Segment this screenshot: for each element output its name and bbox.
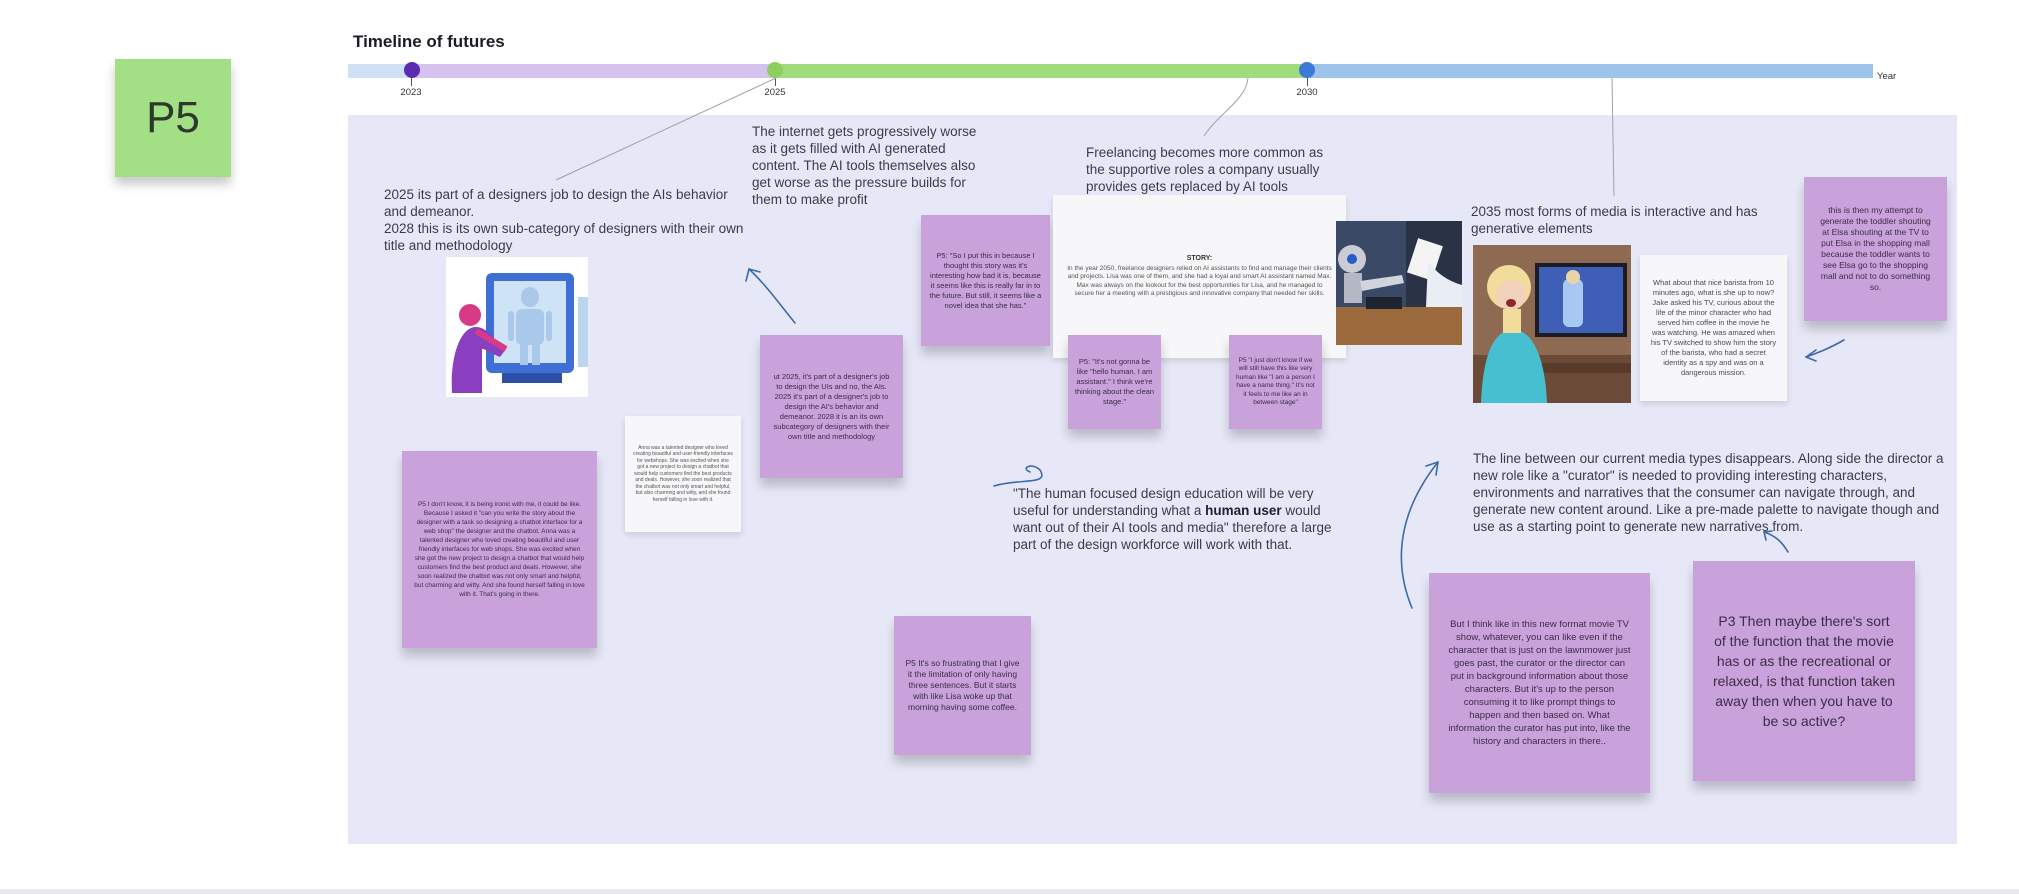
arrow-curl-icon [993, 465, 1043, 487]
note-line: Freelancing becomes more common as [1086, 145, 1324, 160]
note-line: generative elements [1471, 221, 1593, 236]
connector-line-2025 [555, 77, 777, 181]
robot-photo-image-icon [1336, 221, 1462, 345]
sticky-text: P3 Then maybe there's sort of the functi… [1712, 613, 1896, 729]
sticky-p5-dont-know[interactable]: P5 I don't know, it is being ironic with… [402, 451, 597, 648]
note-line: 2035 most forms of media is interactive … [1471, 204, 1758, 219]
sticky-text: P5: "So I put this in because I thought … [929, 250, 1042, 310]
sticky-text: P5 "I just don't know if we will still h… [1236, 356, 1315, 407]
note-line: as it gets filled with AI generated [752, 141, 946, 156]
note-line: the supportive roles a company usually [1086, 162, 1320, 177]
arrow-curve-icon [748, 268, 796, 324]
note-line: 2028 this is its own sub-category of des… [384, 221, 744, 236]
sticky-p3-function[interactable]: P3 Then maybe there's sort of the functi… [1693, 561, 1915, 781]
card-barista-story[interactable]: What about that nice barista from 10 min… [1640, 255, 1787, 401]
card-text: What about that nice barista from 10 min… [1650, 278, 1777, 377]
sticky-p5-dont-know-how[interactable]: P5 "I just don't know if we will still h… [1229, 335, 1322, 429]
arrow-curve-icon [1400, 461, 1439, 609]
arrow-curve-icon [1763, 531, 1789, 553]
note-line: them to make profit [752, 192, 868, 207]
sticky-p5-frustrating[interactable]: P5 It's so frustrating that I give it th… [894, 616, 1031, 755]
girl-tv-image-icon [1473, 245, 1631, 403]
sticky-elsa-attempt[interactable]: this is then my attempt to generate the … [1804, 177, 1947, 321]
sticky-text: P5 It's so frustrating that I give it th… [905, 658, 1020, 712]
note-line: title and methodology [384, 238, 513, 253]
note-media-2035[interactable]: 2035 most forms of media is interactive … [1471, 203, 1771, 237]
designer-robot-illustration[interactable] [446, 257, 588, 397]
sticky-ui-2025[interactable]: ut 2025, it's part of a designer's job t… [760, 335, 903, 478]
card-story[interactable]: STORY: In the year 2050, freelance desig… [1053, 195, 1346, 358]
timeline-marker-2025[interactable] [767, 62, 783, 78]
sticky-text: P5: "It's not gonna be like "hello human… [1074, 357, 1155, 406]
timeline-tick [411, 78, 412, 86]
timeline-title: Timeline of futures [353, 32, 505, 51]
note-line: provides gets replaced by AI tools [1086, 179, 1288, 194]
card-anna-story[interactable]: Anna was a talented designer who loved c… [625, 416, 741, 532]
note-line: content. The AI tools themselves also [752, 158, 976, 173]
girl-elsa-tv-photo[interactable] [1473, 245, 1631, 403]
note-line: 2025 its part of a designers job to desi… [384, 187, 728, 202]
card-text: Anna was a talented designer who loved c… [633, 444, 733, 503]
timeline-segment-green [775, 64, 1307, 78]
robot-handing-paper-photo[interactable] [1336, 221, 1462, 345]
timeline-segment-blue [1307, 64, 1873, 78]
note-human-focused-pre: "The human focused design education will… [1013, 486, 1314, 518]
note-human-focused[interactable]: "The human focused design education will… [1013, 485, 1338, 553]
arrow-head-icon [1805, 349, 1817, 362]
note-curator[interactable]: The line between our current media types… [1473, 451, 1944, 534]
page-label: P5 [146, 93, 200, 142]
note-line: The internet gets progressively worse [752, 124, 977, 139]
arrow-curve-icon [1805, 339, 1845, 358]
tick-label-2030: 2030 [1296, 87, 1318, 98]
axis-label-year: Year [1877, 71, 1897, 82]
note-human-focused-bold: human user [1205, 503, 1282, 518]
timeline-tick [775, 78, 776, 86]
note-line: and demeanor. [384, 204, 475, 219]
timeline-tick [1307, 78, 1308, 86]
note-line: get worse as the pressure builds for [752, 175, 966, 190]
note-designers-2025[interactable]: 2025 its part of a designers job to desi… [384, 186, 754, 254]
tick-label-2025: 2025 [764, 87, 786, 98]
note-freelancing[interactable]: Freelancing becomes more common as the s… [1086, 144, 1346, 195]
sticky-text: But I think like in this new format movi… [1448, 619, 1631, 747]
sticky-text: P5 I don't know, it is being ironic with… [414, 501, 585, 598]
note-internet-worse[interactable]: The internet gets progressively worse as… [752, 123, 992, 208]
connector-line-freelancing [1203, 77, 1249, 137]
card-story-title: STORY: [1186, 254, 1213, 262]
timeline-segment-start [348, 64, 410, 78]
timeline-segment-purple [410, 64, 775, 78]
bottom-scroll-edge [0, 889, 2019, 894]
sticky-movie-tv-format[interactable]: But I think like in this new format movi… [1429, 573, 1650, 793]
arrow-head-icon [1763, 530, 1773, 541]
sticky-text: ut 2025, it's part of a designer's job t… [773, 371, 890, 441]
tick-label-2023: 2023 [400, 87, 422, 98]
sticky-p5-story-note[interactable]: P5: "So I put this in because I thought … [921, 215, 1050, 346]
sticky-p5-hello-human[interactable]: P5: "It's not gonna be like "hello human… [1068, 335, 1161, 429]
card-story-body: In the year 2050, freelance designers re… [1067, 264, 1332, 298]
note-human-focused-post: would want out of their AI tools and med… [1013, 503, 1332, 552]
timeline-marker-2023[interactable] [404, 62, 420, 78]
page-label-sticky[interactable]: P5 [115, 59, 231, 177]
timeline-marker-2030[interactable] [1299, 62, 1315, 78]
arrow-head-icon [1425, 461, 1439, 476]
arrow-head-icon [745, 268, 761, 282]
sticky-text: this is then my attempt to generate the … [1820, 205, 1931, 292]
connector-line-2035 [1611, 77, 1615, 197]
designer-robot-image-icon [451, 273, 588, 393]
